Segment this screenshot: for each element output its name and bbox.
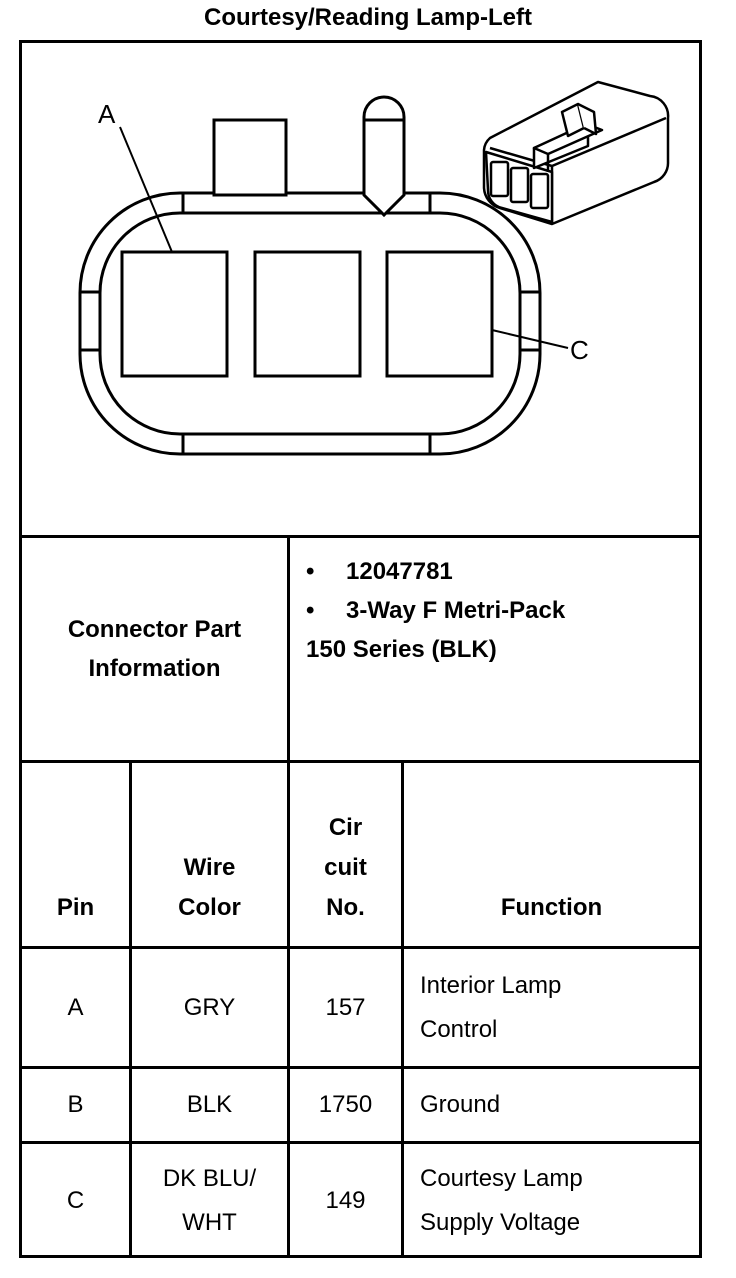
bullet: • — [306, 597, 315, 624]
table-row-c-circuit: 149 — [325, 1187, 366, 1214]
page-title: Courtesy/Reading Lamp-Left — [203, 4, 533, 31]
connector-series: 150 Series (BLK) — [306, 636, 497, 663]
list-item: • 3-Way F Metri-Pack — [306, 591, 696, 630]
pin-label-c: C — [570, 335, 589, 365]
table-row-c-pin: C — [66, 1187, 85, 1214]
divider-info-bottom — [19, 760, 702, 763]
cavity-a — [120, 250, 229, 378]
connector-diagram: A C — [78, 80, 670, 456]
connector-info-label-line2: Information — [88, 655, 221, 682]
header-pin: Pin — [56, 894, 95, 921]
list-item: • 12047781 — [306, 552, 696, 591]
connector-perspective-view — [482, 80, 670, 226]
divider-col-wire — [287, 760, 290, 1258]
connector-table-frame — [19, 40, 702, 1258]
divider-col-circuit — [401, 760, 404, 1258]
connector-description: 3-Way F Metri-Pack — [346, 597, 566, 624]
table-row-b-wire: BLK — [186, 1091, 233, 1118]
connector-housing-inner — [98, 211, 522, 436]
bullet: • — [306, 558, 315, 585]
connector-housing-outer — [78, 191, 542, 456]
connector-lock-key — [362, 95, 406, 218]
table-row-b-pin: B — [67, 1091, 84, 1118]
table-row-c-wire: DK BLU/WHT — [162, 1165, 257, 1236]
cavity-b — [253, 250, 362, 378]
divider-header-bottom — [19, 946, 702, 949]
connector-info-list: • 12047781 • 3-Way F Metri-Pack 150 Seri… — [306, 552, 696, 669]
divider-row-a-bottom — [19, 1066, 702, 1069]
divider-diagram-bottom — [19, 535, 702, 538]
part-number: 12047781 — [346, 558, 453, 585]
pin-label-a: A — [98, 99, 116, 129]
table-row-a-wire: GRY — [183, 993, 236, 1021]
cavity-c — [385, 250, 494, 378]
divider-info-column — [287, 535, 290, 763]
connector-info-label-line1: Connector Part — [67, 616, 242, 643]
table-row-b-function: Ground — [420, 1091, 501, 1118]
connector-top-tab — [212, 118, 288, 197]
divider-col-pin — [129, 760, 132, 1258]
divider-row-b-bottom — [19, 1141, 702, 1144]
table-row-a-pin: A — [67, 993, 84, 1021]
connector-info-label: Connector Part Information — [22, 538, 287, 760]
header-function: Function — [500, 894, 603, 921]
table-row-b-circuit: 1750 — [318, 1091, 373, 1118]
table-row-a-circuit: 157 — [325, 993, 366, 1021]
